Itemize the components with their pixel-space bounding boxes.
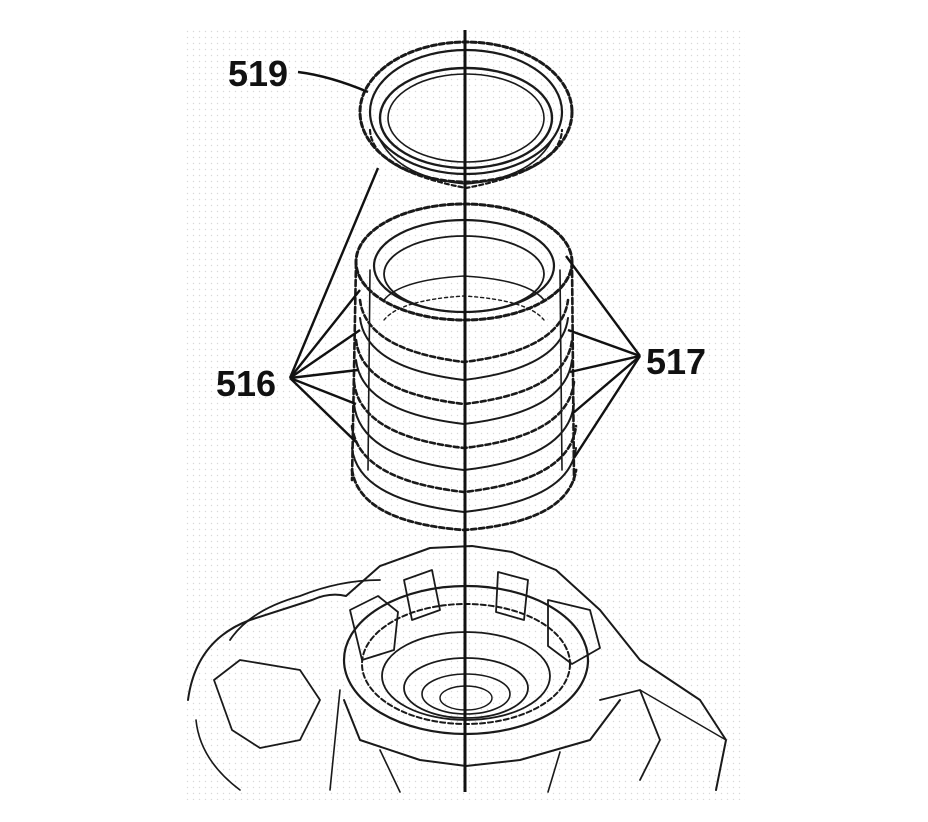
leader-519 xyxy=(297,70,369,94)
leader-517-fan xyxy=(565,255,642,459)
leader-lines xyxy=(288,70,642,459)
callout-517: 517 xyxy=(646,341,706,382)
callout-519: 519 xyxy=(228,53,288,94)
callout-516: 516 xyxy=(216,363,276,404)
leader-516-fan xyxy=(288,167,380,443)
